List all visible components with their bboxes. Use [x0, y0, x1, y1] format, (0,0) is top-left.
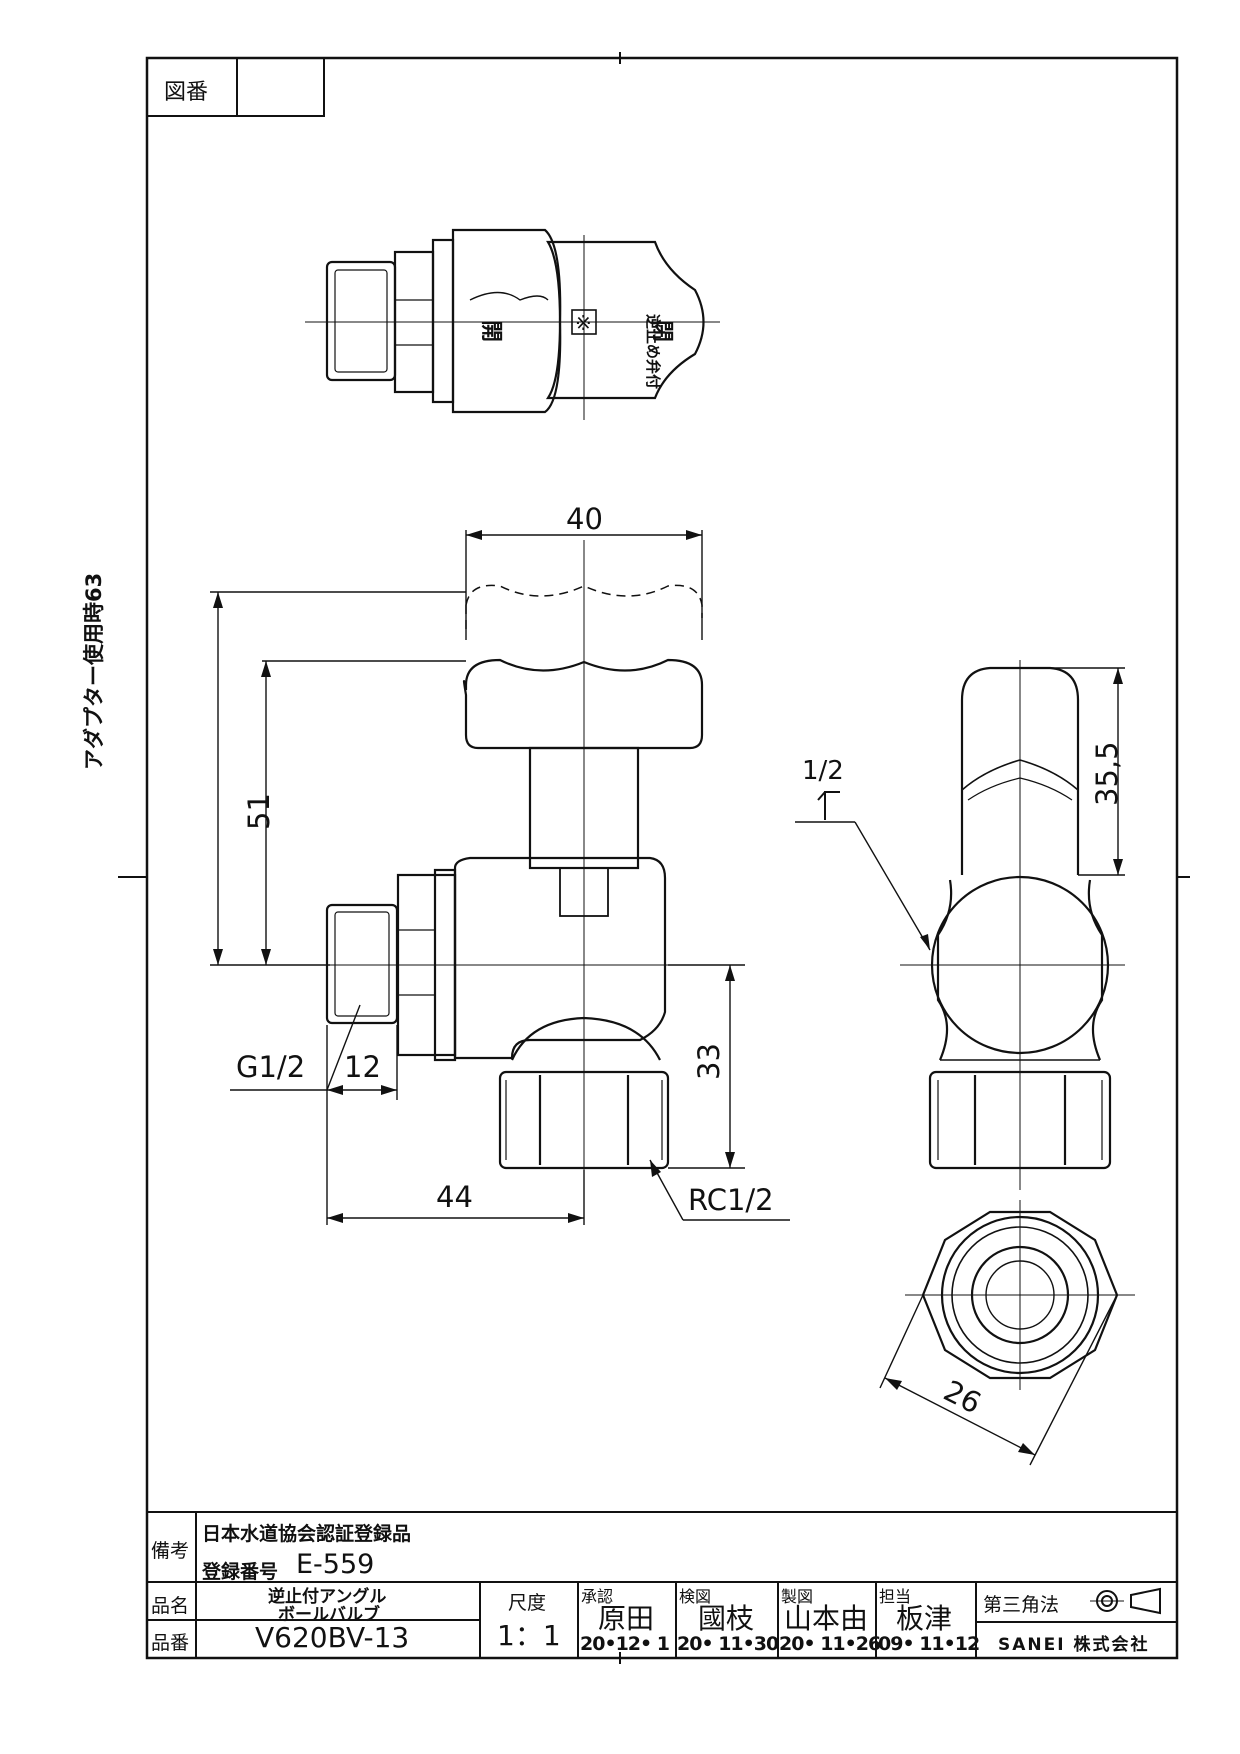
approved-name: 原田: [598, 1602, 655, 1635]
dimension-51: 51: [242, 793, 276, 830]
drawing-number-box: [146, 57, 325, 117]
front-view: [305, 540, 740, 1180]
company-name: SANEI 株式会社: [998, 1635, 1150, 1655]
product-number-label: 品番: [151, 1632, 190, 1654]
checked-label: 検図: [679, 1587, 712, 1606]
checked-name: 國枝: [698, 1602, 755, 1635]
charge-label: 担当: [879, 1587, 912, 1606]
registration-label: 登録番号: [202, 1561, 279, 1583]
product-name-line1: 逆止付アングル: [268, 1587, 387, 1607]
dimension-12: 12: [344, 1050, 381, 1084]
bottom-view: [905, 1200, 1135, 1390]
checked-date: 20• 11•30: [677, 1633, 779, 1655]
scale-label: 尺度: [508, 1592, 547, 1614]
handle-center-mark: ※: [575, 311, 592, 335]
handle-close-mark: 閉: [649, 320, 674, 342]
dimension-35-5: 35,5: [1090, 741, 1124, 806]
dimension-half: 1/2: [802, 756, 844, 786]
side-view: [900, 660, 1125, 1190]
scale-value: 1：1: [497, 1619, 561, 1652]
drawing-frame: [145, 56, 1179, 1660]
handle-check-text: 逆止め弁付: [644, 314, 662, 389]
front-dimensions: [210, 530, 790, 1225]
top-view: [305, 228, 720, 420]
title-block: [147, 1511, 1177, 1658]
drawn-name: 山本由: [784, 1602, 869, 1635]
third-angle-projection-symbol: [1090, 1587, 1161, 1615]
approved-label: 承認: [581, 1587, 614, 1606]
product-name-label: 品名: [151, 1595, 190, 1617]
product-name-line2: ボールバルブ: [278, 1605, 380, 1625]
registration-number: E-559: [296, 1549, 375, 1580]
dimension-40: 40: [566, 502, 603, 536]
dimension-33: 33: [692, 1043, 726, 1080]
product-number: V620BV-13: [255, 1621, 410, 1654]
drawn-label: 製図: [781, 1587, 814, 1606]
projection-label: 第三角法: [983, 1594, 1060, 1616]
dimension-rc12: RC1/2: [688, 1183, 774, 1217]
dimension-63: アダプター使用時63: [82, 572, 106, 770]
charge-date: 09• 11•12: [878, 1633, 980, 1655]
approved-date: 20•12• 1: [580, 1633, 670, 1655]
charge-name: 板津: [896, 1602, 953, 1635]
remarks-label: 備考: [151, 1540, 190, 1562]
drawn-date: 20• 11•26: [779, 1633, 881, 1655]
drawing-number-label: 図番: [164, 80, 209, 105]
dimension-44: 44: [436, 1180, 473, 1214]
dimension-g12: G1/2: [236, 1050, 306, 1084]
remarks-line1: 日本水道協会認証登録品: [202, 1523, 412, 1545]
handle-open-mark: 開: [478, 320, 503, 342]
